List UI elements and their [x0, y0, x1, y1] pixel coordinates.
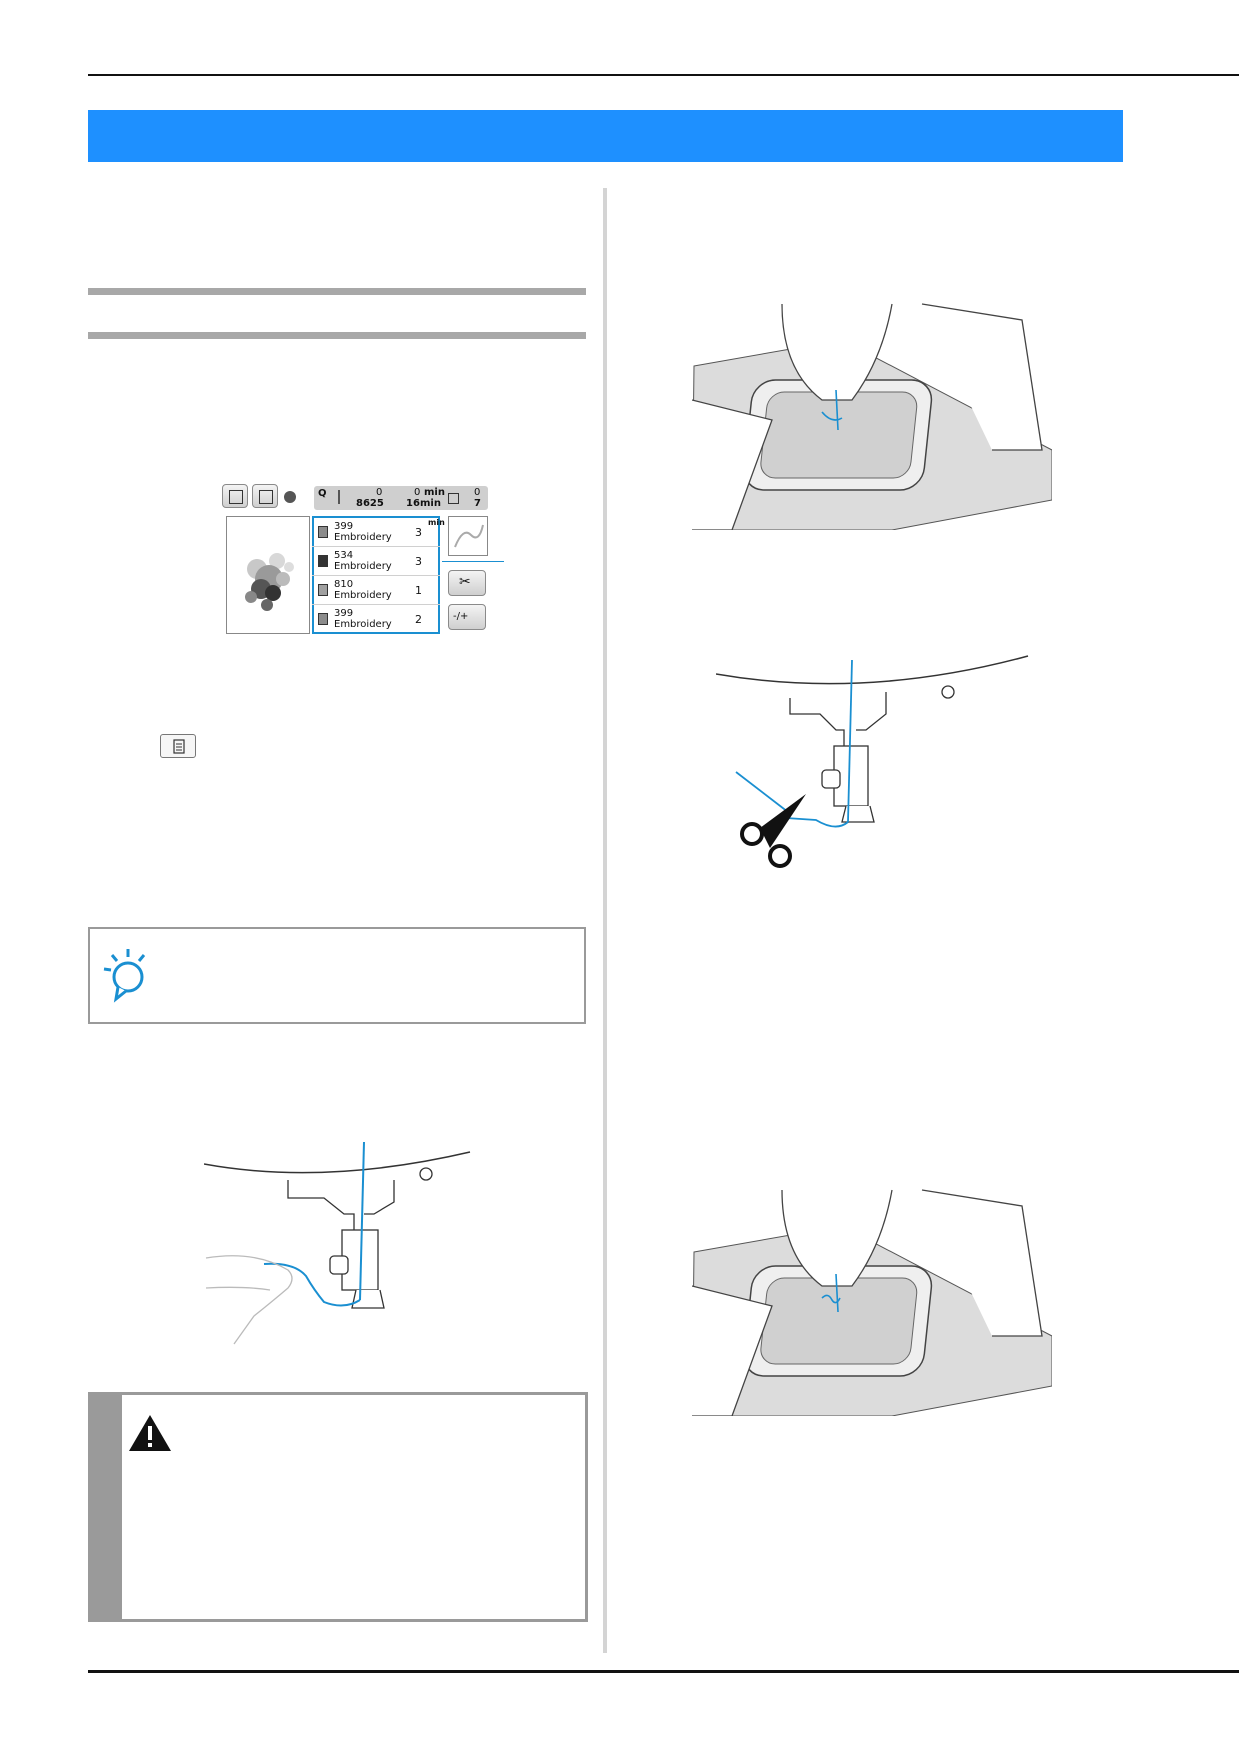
thread-minutes: 2 [415, 613, 422, 626]
header-rule [88, 74, 1239, 76]
column-divider [603, 188, 607, 1653]
machine-hoop-illustration-2 [692, 1189, 1052, 1416]
thread-number: 399 [334, 608, 354, 619]
time-current-unit: min [424, 487, 445, 498]
stitch-count-current: 0 [376, 487, 383, 498]
thread-minutes: 3 [415, 555, 422, 568]
lightbulb-note-icon [103, 949, 146, 1003]
thread-type: Embroidery [334, 619, 392, 630]
thread-minutes: 1 [415, 584, 422, 597]
thread-cut-button[interactable]: ✂ [448, 570, 486, 596]
thread-tension-button[interactable]: -/+ [448, 604, 486, 630]
time-current: 0 [414, 487, 421, 498]
frame-button-2[interactable] [252, 484, 278, 508]
thread-minutes: 3 [415, 526, 422, 539]
embroidery-pattern-image [245, 553, 294, 611]
presser-foot-icon: Q [318, 488, 327, 499]
hold-thread-illustration [204, 1141, 471, 1345]
time-total-unit: min [420, 498, 441, 509]
thread-number: 399 [334, 521, 354, 532]
machine-hoop-illustration-1 [692, 303, 1052, 530]
warning-triangle-icon [129, 1415, 171, 1451]
subsection-rule-bottom [88, 332, 586, 339]
note-box [88, 927, 586, 1024]
subsection-rule-top [88, 288, 586, 295]
scissors-icon [740, 794, 806, 868]
tension-label: -/+ [453, 611, 469, 622]
thread-type: Embroidery [334, 590, 392, 601]
list-time-unit: min [428, 518, 445, 527]
status-bar: Q 0 8625 0 min 16 min 0 7 [314, 486, 488, 510]
thread-type: Embroidery [334, 561, 392, 572]
section-banner [88, 110, 1123, 162]
thread-swatch [318, 584, 328, 596]
cut-thread-illustration [716, 655, 1029, 868]
color-index-total: 7 [474, 498, 481, 509]
thread-swatch [318, 555, 328, 567]
time-total: 16 [406, 498, 420, 509]
thread-type: Embroidery [334, 532, 392, 543]
thread-swatch [318, 526, 328, 538]
footer-rule [88, 1670, 1239, 1673]
document-list-icon[interactable] [160, 734, 196, 758]
thread-number: 534 [334, 550, 354, 561]
caution-box [88, 1392, 588, 1622]
color-change-icon [448, 493, 459, 504]
needle-icon [338, 490, 340, 504]
thread-spool-icon [284, 491, 296, 503]
color-index-current: 0 [474, 487, 481, 498]
callout-line [442, 561, 504, 562]
stitch-count-total: 8625 [356, 498, 384, 509]
frame-button-1[interactable] [222, 484, 248, 508]
pattern-preview [226, 516, 310, 634]
thread-number: 810 [334, 579, 354, 590]
thread-swatch [318, 613, 328, 625]
scissors-icon: ✂ [459, 574, 471, 590]
current-color-preview [448, 516, 488, 556]
